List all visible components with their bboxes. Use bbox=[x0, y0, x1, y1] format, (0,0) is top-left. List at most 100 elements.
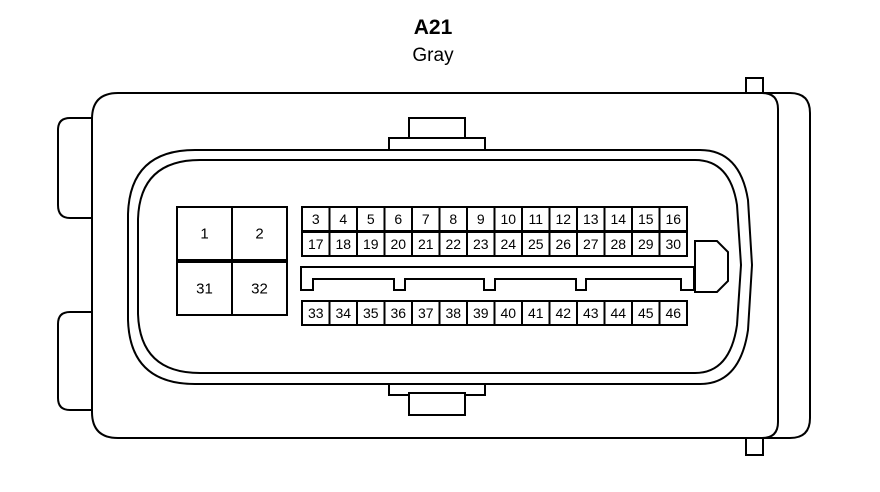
pin-31-label: 31 bbox=[196, 281, 213, 298]
pin-41-box bbox=[521, 300, 551, 326]
pin-45-label: 45 bbox=[638, 305, 654, 321]
pin-16-box bbox=[658, 206, 688, 232]
pin-25: 25 bbox=[521, 231, 551, 257]
pin-46-label: 46 bbox=[665, 305, 681, 321]
pin-20: 20 bbox=[383, 231, 413, 257]
pin-33-label: 33 bbox=[308, 305, 324, 321]
pin-26-label: 26 bbox=[555, 236, 571, 252]
pin-40-label: 40 bbox=[500, 305, 516, 321]
pin-14: 14 bbox=[603, 206, 633, 232]
pin-17-label: 17 bbox=[308, 236, 324, 252]
pin-19-label: 19 bbox=[363, 236, 379, 252]
pin-4-label: 4 bbox=[339, 211, 347, 227]
pin-12-label: 12 bbox=[555, 211, 571, 227]
bottom-latch-lower bbox=[408, 392, 466, 416]
pin-41: 41 bbox=[521, 300, 551, 326]
pin-12: 12 bbox=[548, 206, 578, 232]
pin-13: 13 bbox=[576, 206, 606, 232]
pin-18: 18 bbox=[328, 231, 358, 257]
pin-40: 40 bbox=[493, 300, 523, 326]
pin-29-label: 29 bbox=[638, 236, 654, 252]
pin-38: 38 bbox=[438, 300, 468, 326]
pin-20-label: 20 bbox=[390, 236, 406, 252]
pin-8-label: 8 bbox=[449, 211, 457, 227]
pin-41-label: 41 bbox=[528, 305, 544, 321]
pin-2: 2 bbox=[231, 206, 288, 261]
pin-31: 31 bbox=[176, 261, 233, 316]
pin-29: 29 bbox=[631, 231, 661, 257]
pin-11-label: 11 bbox=[528, 211, 543, 227]
pin-30: 30 bbox=[658, 231, 688, 257]
pin-43-box bbox=[576, 300, 606, 326]
pin-28-label: 28 bbox=[610, 236, 626, 252]
pin-10: 10 bbox=[493, 206, 523, 232]
pin-16-label: 16 bbox=[665, 211, 681, 227]
pin-6: 6 bbox=[383, 206, 413, 232]
pin-10-label: 10 bbox=[500, 211, 516, 227]
pin-11: 11 bbox=[521, 206, 551, 232]
connector-id: A21 bbox=[414, 16, 453, 39]
pin-32-label: 32 bbox=[251, 281, 268, 298]
pin-2-label: 2 bbox=[255, 226, 263, 243]
pin-23-box bbox=[466, 231, 496, 257]
pin-9-label: 9 bbox=[477, 211, 485, 227]
pin-1: 1 bbox=[176, 206, 233, 261]
pin-2-box bbox=[231, 206, 288, 261]
pin-24-label: 24 bbox=[500, 236, 516, 252]
pin-21-label: 21 bbox=[418, 236, 434, 252]
pin-1-label: 1 bbox=[200, 226, 208, 243]
pin-45-box bbox=[631, 300, 661, 326]
top-latch-lower bbox=[388, 137, 486, 151]
pin-1-box bbox=[176, 206, 233, 261]
keying-strip bbox=[300, 266, 695, 291]
pin-33: 33 bbox=[301, 300, 331, 326]
pin-36-label: 36 bbox=[390, 305, 406, 321]
pin-24: 24 bbox=[493, 231, 523, 257]
pin-5: 5 bbox=[356, 206, 386, 232]
left-latch-top bbox=[57, 117, 93, 219]
pin-19-box bbox=[356, 231, 386, 257]
pin-38-box bbox=[438, 300, 468, 326]
pin-42: 42 bbox=[548, 300, 578, 326]
pin-17-box bbox=[301, 231, 331, 257]
pin-38-label: 38 bbox=[445, 305, 461, 321]
pin-36: 36 bbox=[383, 300, 413, 326]
pin-6-label: 6 bbox=[394, 211, 402, 227]
pin-25-label: 25 bbox=[528, 236, 544, 252]
pin-22: 22 bbox=[438, 231, 468, 257]
pin-42-box bbox=[548, 300, 578, 326]
pin-43: 43 bbox=[576, 300, 606, 326]
pin-28: 28 bbox=[603, 231, 633, 257]
pin-18-box bbox=[328, 231, 358, 257]
pin-33-box bbox=[301, 300, 331, 326]
pin-23-label: 23 bbox=[473, 236, 489, 252]
pin-46: 46 bbox=[658, 300, 688, 326]
pin-7: 7 bbox=[411, 206, 441, 232]
pin-3: 3 bbox=[301, 206, 331, 232]
pin-22-label: 22 bbox=[445, 236, 461, 252]
pin-16: 16 bbox=[658, 206, 688, 232]
pin-9: 9 bbox=[466, 206, 496, 232]
pin-24-box bbox=[493, 231, 523, 257]
pin-5-label: 5 bbox=[367, 211, 375, 227]
pin-4: 4 bbox=[328, 206, 358, 232]
pin-35: 35 bbox=[356, 300, 386, 326]
pin-43-label: 43 bbox=[583, 305, 599, 321]
pin-15-label: 15 bbox=[638, 211, 654, 227]
pin-26-box bbox=[548, 231, 578, 257]
pin-37: 37 bbox=[411, 300, 441, 326]
pin-44: 44 bbox=[603, 300, 633, 326]
pin-3-label: 3 bbox=[312, 211, 320, 227]
pin-23: 23 bbox=[466, 231, 496, 257]
pin-7-label: 7 bbox=[422, 211, 430, 227]
pin-45: 45 bbox=[631, 300, 661, 326]
connector-housing bbox=[57, 77, 811, 456]
pin-44-label: 44 bbox=[610, 305, 626, 321]
pin-21: 21 bbox=[411, 231, 441, 257]
pin-42-label: 42 bbox=[555, 305, 571, 321]
connector-color: Gray bbox=[412, 45, 454, 66]
pin-40-box bbox=[493, 300, 523, 326]
pin-35-label: 35 bbox=[363, 305, 379, 321]
